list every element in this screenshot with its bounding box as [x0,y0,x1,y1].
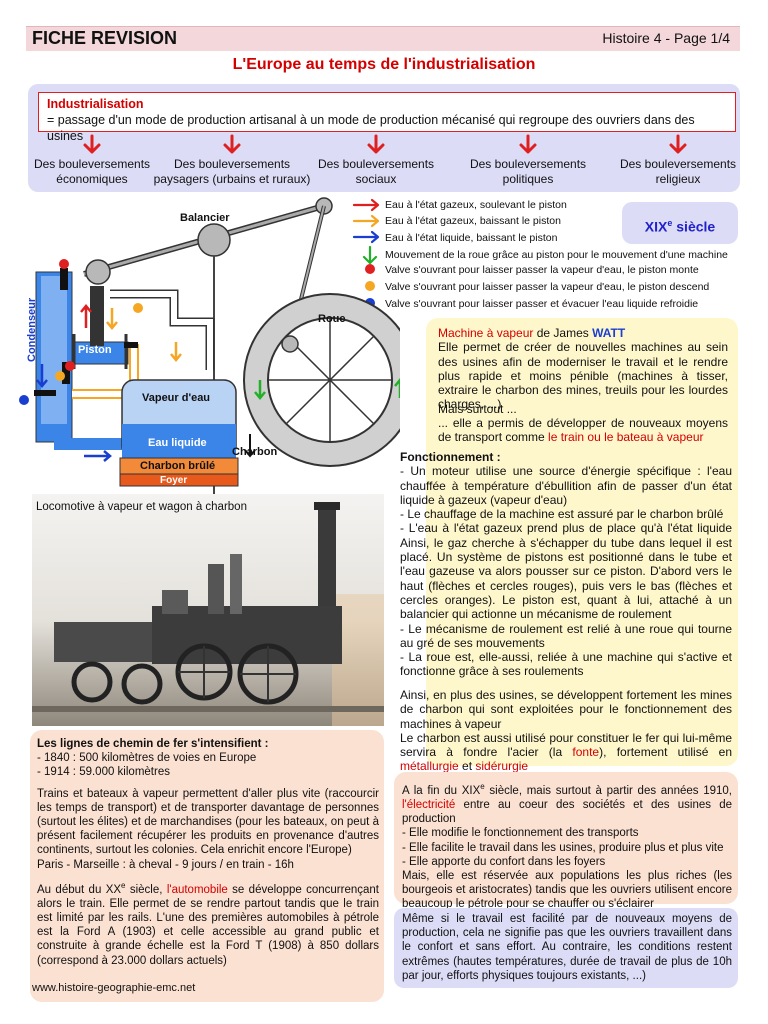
label-charbon-brule: Charbon brûlé [140,460,216,472]
steam-engine-diagram [19,197,400,494]
label-piston: Piston [78,344,112,356]
locomotive-drawing [32,502,384,726]
locomotive-photo: Locomotive à vapeur et wagon à charbon [32,494,384,726]
label-eau-liquide: Eau liquide [148,437,207,449]
arrow-right-icon [352,198,380,212]
label-vapeur: Vapeur d'eau [142,392,211,404]
definition-term: Industrialisation [47,97,144,111]
legend-item: Valve s'ouvrant pour laisser passer et é… [385,298,699,310]
definition-box: Industrialisation = passage d'un mode de… [38,92,736,143]
label-foyer: Foyer [160,475,188,486]
label-balancier: Balancier [180,212,230,224]
rail-text: Les lignes de chemin de fer s'intensifie… [37,738,379,967]
work-text: Même si le travail est facilité par de n… [402,913,732,982]
mines-text: Ainsi, en plus des usines, se développen… [400,688,732,774]
legend-item: Eau à l'état liquide, baissant le piston [385,232,558,244]
work-panel [394,908,738,988]
page-title: FICHE REVISION [32,28,178,48]
label-condenseur: Condenseur [26,297,38,362]
page-number: Histoire 4 - Page 1/4 [602,30,730,46]
footer-url: www.histoire-geographie-emc.net [32,982,196,994]
legend-item: Valve s'ouvrant pour laisser passer la v… [385,281,710,293]
legend-item: Valve s'ouvrant pour laisser passer la v… [385,264,699,276]
watt-panel [426,318,738,766]
arrow-down-icon [223,134,241,154]
rail-panel [30,730,384,1002]
legend-symbols [352,198,380,308]
arrow-down-icon [83,134,101,154]
electricity-text: A la fin du XIXe siècle, mais surtout à … [402,782,732,911]
consequence-arrows [83,134,687,154]
arrow-right-icon [352,230,380,244]
label-roue: Roue [318,313,346,325]
legend-item: Eau à l'état gazeux, baissant le piston [385,215,561,227]
legend-item: Eau à l'état gazeux, soulevant le piston [385,199,567,211]
arrow-down-icon [669,134,687,154]
arrow-down-icon [367,134,385,154]
definition-text: = passage d'un mode de production artisa… [47,113,695,143]
photo-caption: Locomotive à vapeur et wagon à charbon [36,501,247,513]
arrow-down-icon [519,134,537,154]
arrow-down-icon [362,245,378,265]
page-header: FICHE REVISION Histoire 4 - Page 1/4 [26,26,740,51]
main-title: L'Europe au temps de l'industrialisation [232,56,536,73]
legend-item: Mouvement de la roue grâce au piston pou… [385,249,728,261]
watt-intro: Machine à vapeur de James WATT Elle perm… [438,326,728,412]
balancier-pivot [197,223,231,257]
century-badge: XIXe siècle [622,202,738,244]
watt-transport: ... elle a permis de développer de nouve… [438,416,728,445]
watt-mais: Mais surtout ... [438,402,517,416]
electricity-panel [394,772,738,904]
label-charbon: Charbon [232,446,278,458]
fonctionnement: Fonctionnement : - Un moteur utilise une… [400,450,732,679]
orange-dot-icon [365,281,375,291]
red-dot-icon [365,264,375,274]
arrow-right-icon [352,214,380,228]
